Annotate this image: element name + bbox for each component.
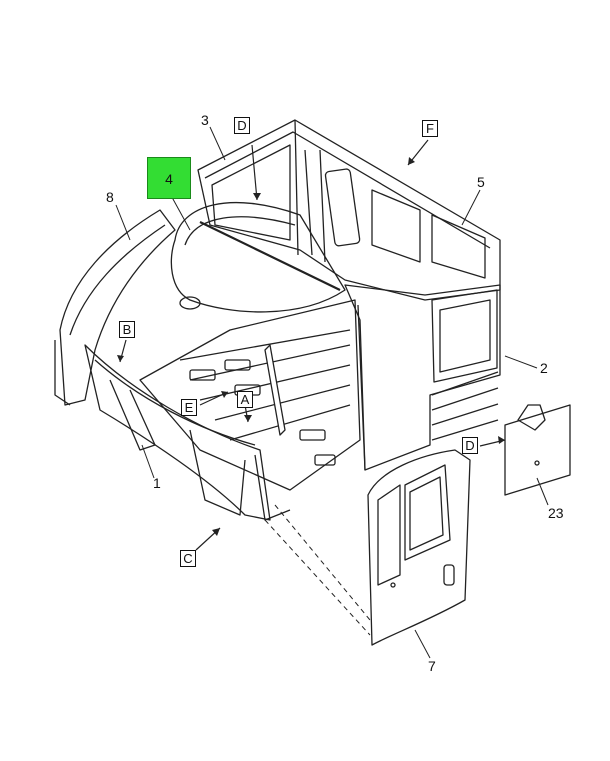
view-label-b: B [119,321,135,338]
callout-4: 4 [165,171,173,187]
callout-23: 23 [548,505,564,521]
view-label-d-side: D [462,437,478,454]
callout-8: 8 [106,189,114,205]
callout-2: 2 [540,360,548,376]
left-door-frame [54,209,176,406]
callout-3: 3 [201,112,209,128]
view-label-a: A [237,391,253,408]
callout-5: 5 [477,174,485,190]
floor-pan [139,299,361,491]
door-alignment-lines [264,504,371,636]
view-arrows [119,139,506,551]
view-label-f: F [422,120,438,137]
callout-7: 7 [428,658,436,674]
right-side-wall [344,284,501,471]
door-panel [367,449,471,646]
access-cover-panel [504,404,571,496]
view-label-d-top: D [234,117,250,134]
highlighted-callout-4[interactable]: 4 [147,157,191,199]
dashboard-structure [84,344,291,521]
leader-lines [115,126,549,659]
callout-1: 1 [153,475,161,491]
view-label-e: E [181,399,197,416]
view-label-c: C [180,550,196,567]
windshield-frame [170,202,346,313]
rear-wall-frame [197,119,501,301]
